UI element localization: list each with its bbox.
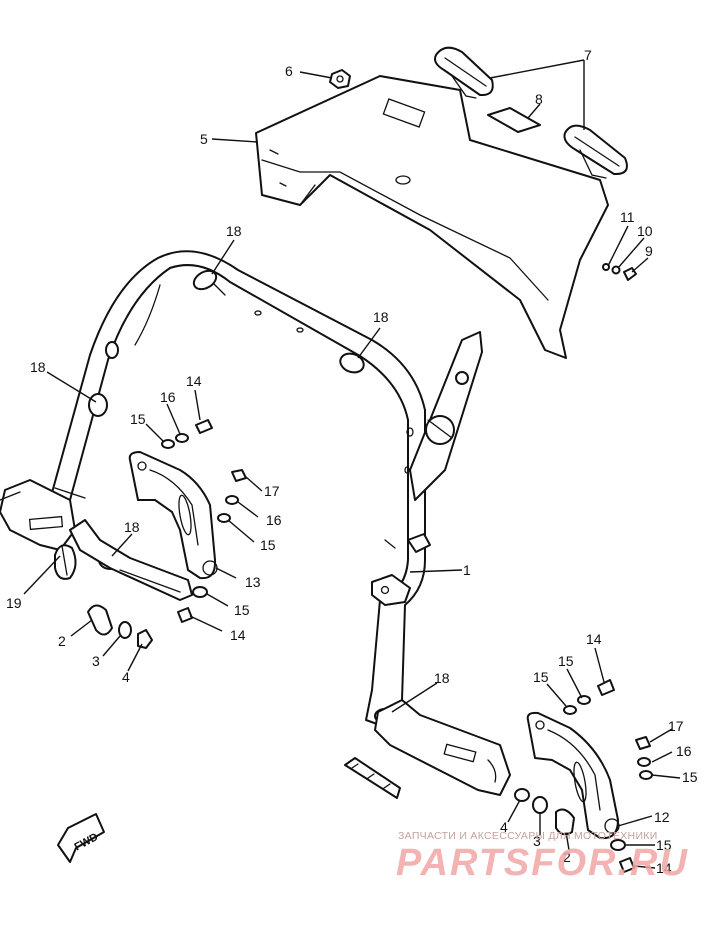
callout-15-left: 15	[260, 537, 276, 553]
callout-2-right: 2	[563, 849, 571, 865]
connecting-arm-left	[69, 519, 193, 601]
bracket-13	[128, 451, 218, 580]
pin-19	[54, 544, 77, 580]
callout-8: 8	[535, 91, 543, 107]
footrest-rubber-right	[563, 124, 628, 179]
hardware-left-upper	[161, 419, 213, 449]
tube-clip	[371, 533, 431, 606]
callout-9: 9	[645, 243, 653, 259]
callout-17-left: 17	[264, 483, 280, 499]
callout-18-mid: 18	[373, 309, 389, 325]
callout-15-upper: 15	[130, 411, 146, 427]
callout-11: 11	[620, 209, 635, 225]
hardware-left-side	[217, 469, 247, 523]
callout-16-left: 16	[266, 512, 282, 528]
callout-15-right-b: 15	[533, 669, 549, 685]
footrest-end-right	[374, 699, 511, 796]
callout-3-left: 3	[92, 653, 100, 669]
callout-1: 1	[463, 562, 471, 578]
leader-lines	[23, 59, 681, 869]
callout-4-left: 4	[122, 669, 130, 685]
callout-17-right: 17	[668, 718, 684, 734]
hardware-left-lower	[177, 586, 208, 623]
callout-5: 5	[200, 131, 208, 147]
callout-12: 12	[654, 809, 670, 825]
nut-6	[329, 69, 351, 89]
callout-15-lower: 15	[234, 602, 250, 618]
callout-2-left: 2	[58, 633, 66, 649]
callout-16-upper: 16	[160, 389, 176, 405]
callout-3-right: 3	[533, 833, 541, 849]
grommet-small	[105, 341, 119, 359]
grommet-18-top	[192, 269, 218, 291]
hardware-right-side	[635, 736, 653, 780]
footrest-plate	[255, 75, 609, 359]
callout-14-right-b: 14	[656, 860, 672, 876]
callout-15-right-d: 15	[656, 837, 672, 853]
callout-15-right-a: 15	[558, 653, 574, 669]
callout-19: 19	[6, 595, 22, 611]
rod-right	[344, 757, 401, 799]
watermark-caption: ЗАПЧАСТИ И АКСЕССУАРЫ ДЛЯ МОТОТЕХНИКИ	[398, 830, 658, 842]
callout-16-right: 16	[676, 743, 692, 759]
grommet-18-left	[88, 393, 108, 417]
frame-side-bracket	[409, 331, 483, 501]
callout-4-right: 4	[500, 819, 508, 835]
callout-18-low: 18	[124, 519, 140, 535]
main-frame-tube	[49, 250, 426, 729]
plate-8	[487, 107, 541, 133]
callout-6: 6	[285, 63, 293, 79]
hardware-right-lower	[610, 839, 635, 873]
bolt-set-right	[514, 788, 575, 836]
grommet-18-mid	[339, 352, 365, 374]
callout-18-top: 18	[226, 223, 242, 239]
callout-14-lower: 14	[230, 627, 246, 643]
callout-18-left: 18	[30, 359, 46, 375]
callout-14-right: 14	[586, 631, 602, 647]
watermark-brand: PARTSFOR.RU	[396, 842, 689, 884]
fwd-arrow: FWD	[57, 813, 105, 863]
callout-labels: 6 5 7 8 11 10 9 18 18 18 18 19 18 1 14 1…	[6, 47, 698, 876]
hardware-right-upper	[563, 679, 615, 715]
bolt-set-left	[87, 604, 153, 649]
callout-10: 10	[637, 223, 653, 239]
callout-14-upper: 14	[186, 373, 202, 389]
callout-7: 7	[584, 47, 592, 63]
callout-15-right-c: 15	[682, 769, 698, 785]
callout-18-bottom: 18	[434, 670, 450, 686]
footrest-rubber-left	[434, 46, 494, 99]
callout-13: 13	[245, 574, 261, 590]
